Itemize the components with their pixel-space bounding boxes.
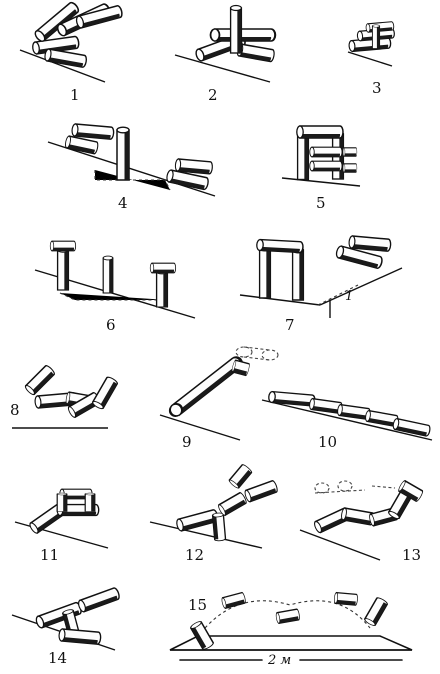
figure-number: 2 xyxy=(208,86,218,104)
ground-trace xyxy=(94,170,171,191)
figure-4-scattered-logs: 4 xyxy=(47,123,216,212)
log xyxy=(230,359,251,377)
log xyxy=(220,591,247,610)
ghost-log xyxy=(243,346,271,361)
ground-line xyxy=(281,177,361,187)
log xyxy=(149,262,177,274)
figure-number: 15 xyxy=(188,596,207,614)
log xyxy=(255,238,304,254)
figure-7-gate: 1 7 xyxy=(239,235,403,334)
figure-8-zigzag: 8 xyxy=(10,363,119,429)
log xyxy=(63,134,100,155)
log xyxy=(309,146,343,158)
figure-number: 6 xyxy=(106,316,116,334)
figure-number: 11 xyxy=(40,546,59,564)
dimension-label: 2 м xyxy=(267,653,291,668)
log xyxy=(49,240,77,252)
ground-line xyxy=(149,521,263,549)
upright-log xyxy=(291,246,305,301)
log xyxy=(76,586,122,614)
figure-12-y-shape: 12 xyxy=(149,463,280,564)
ground-line xyxy=(47,141,216,197)
log xyxy=(23,363,57,397)
measure-line xyxy=(317,284,359,306)
ghost-log-end xyxy=(337,480,353,492)
figure-10-log-row: 10 xyxy=(261,390,433,451)
log xyxy=(347,235,392,253)
log xyxy=(391,417,432,438)
figure-2-cross: 2 xyxy=(174,4,277,104)
figure-number: 4 xyxy=(118,194,128,212)
log xyxy=(235,42,276,63)
ground-line xyxy=(319,267,403,306)
log xyxy=(216,491,249,517)
log xyxy=(209,27,277,43)
log xyxy=(267,390,317,407)
figure-15-arc-platform: 15 2 м xyxy=(169,591,413,668)
figure-5-frame: 5 xyxy=(281,125,361,212)
upright-log xyxy=(56,247,70,291)
figure-number: 7 xyxy=(285,316,295,334)
side-mark: 1 xyxy=(345,289,353,304)
upright-log xyxy=(84,492,96,513)
ground-line xyxy=(14,521,109,549)
figure-number: 3 xyxy=(372,79,382,97)
figure-11-stack: 11 xyxy=(14,488,109,564)
upright-log xyxy=(116,126,130,181)
log xyxy=(57,628,102,646)
upright-log xyxy=(155,269,169,308)
ghost-log-end xyxy=(235,346,253,358)
figure-13-chain: 13 xyxy=(299,479,425,564)
log xyxy=(342,147,358,157)
figure-number: 14 xyxy=(48,649,67,667)
log xyxy=(90,375,119,411)
log xyxy=(296,125,344,139)
figure-14-h-shape: 14 xyxy=(11,586,122,667)
upright-log xyxy=(56,492,68,513)
figure-number: 10 xyxy=(318,433,337,451)
ground-line xyxy=(159,414,241,441)
ground-line xyxy=(347,51,393,67)
ground-line xyxy=(174,54,271,83)
figure-number: 8 xyxy=(10,401,20,419)
ground-trace xyxy=(59,292,168,301)
ghost-log-end xyxy=(261,349,279,361)
figure-9-leaning-log: 9 xyxy=(159,346,279,451)
figure-number: 12 xyxy=(185,546,204,564)
log xyxy=(333,591,359,606)
log xyxy=(227,463,254,490)
ground-line xyxy=(19,49,106,83)
upright-log xyxy=(229,4,243,54)
figure-6-t-stands: 6 xyxy=(34,240,196,334)
ground-line xyxy=(299,529,381,561)
ghost-log-end xyxy=(314,482,330,494)
log xyxy=(43,47,88,69)
ghost-log xyxy=(314,485,396,494)
upright-log xyxy=(258,244,272,299)
log xyxy=(70,123,115,141)
log xyxy=(166,353,246,420)
ground-line xyxy=(261,399,433,441)
upright-log xyxy=(102,255,114,294)
figure-number: 9 xyxy=(182,433,192,451)
figure-3-crib: 3 xyxy=(347,21,396,97)
figure-1-log-pile: 1 xyxy=(19,0,124,104)
log xyxy=(211,511,227,542)
log xyxy=(309,160,343,172)
log xyxy=(342,163,358,173)
log xyxy=(363,595,389,628)
ground-line xyxy=(239,294,321,306)
figure-number: 13 xyxy=(402,546,421,564)
log xyxy=(274,608,301,625)
figure-number: 5 xyxy=(316,194,326,212)
figure-number: 1 xyxy=(70,86,80,104)
log xyxy=(243,479,280,504)
upright-log xyxy=(371,24,381,49)
